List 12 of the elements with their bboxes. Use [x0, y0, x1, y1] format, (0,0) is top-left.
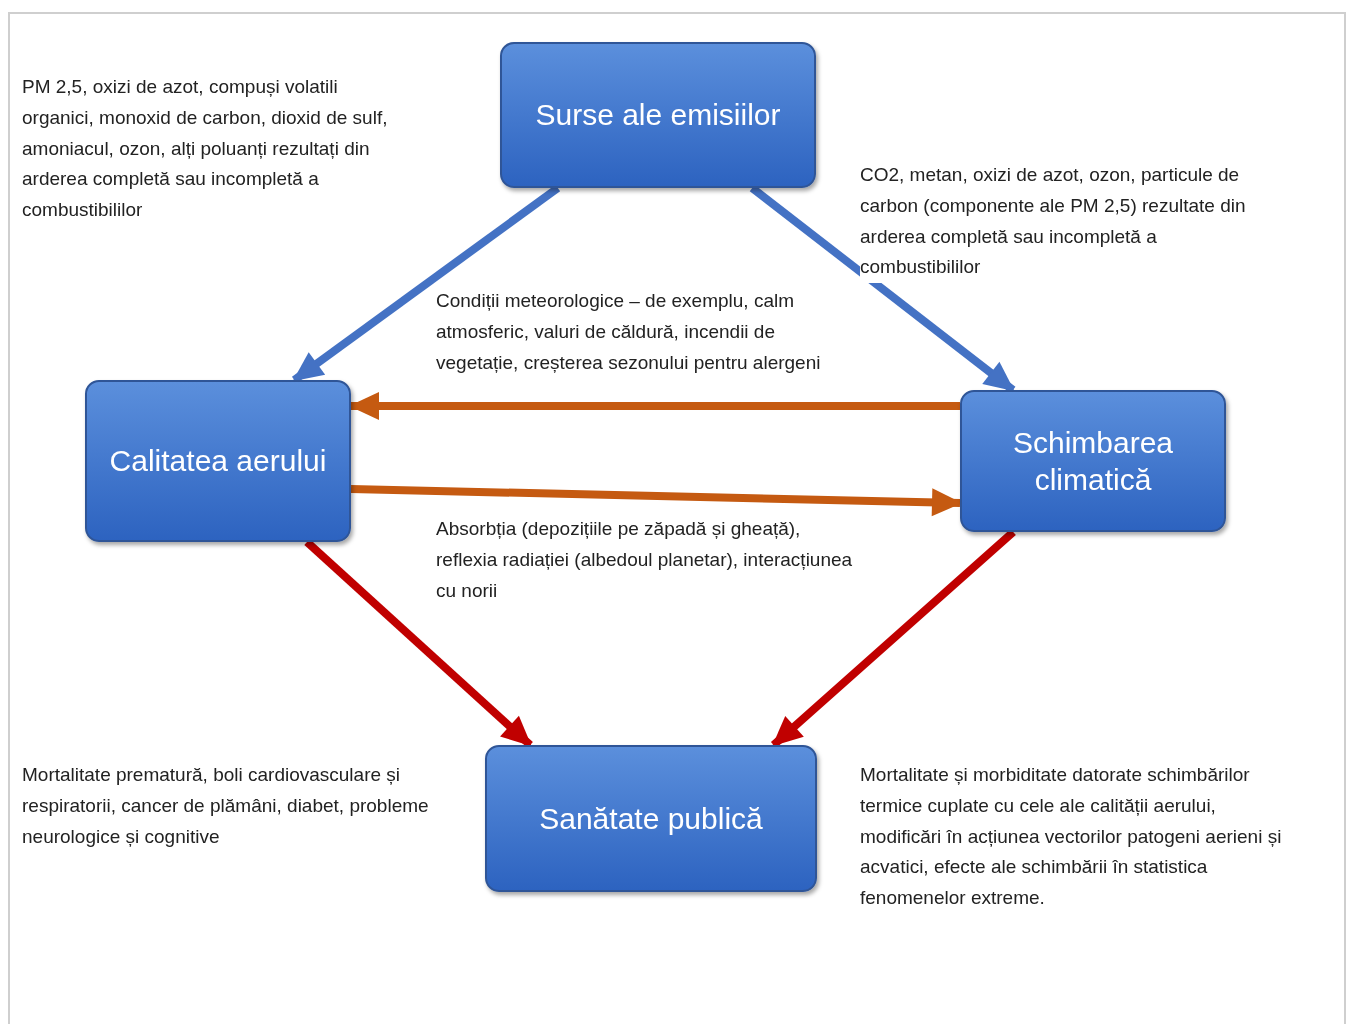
- arrow: [770, 529, 1016, 748]
- node-label: Calitatea aerului: [108, 443, 328, 480]
- process-box: [85, 380, 351, 542]
- arrow: [349, 392, 960, 420]
- node-label: Schimbarea climatică: [1011, 424, 1175, 498]
- process-box: [500, 42, 816, 188]
- arrow: [350, 485, 962, 517]
- process-box: [960, 390, 1226, 532]
- node-label: Surse ale emisiilor: [534, 97, 782, 134]
- process-box: [485, 745, 817, 892]
- node-label: Sanătate publică: [538, 800, 764, 837]
- arrow: [304, 539, 533, 748]
